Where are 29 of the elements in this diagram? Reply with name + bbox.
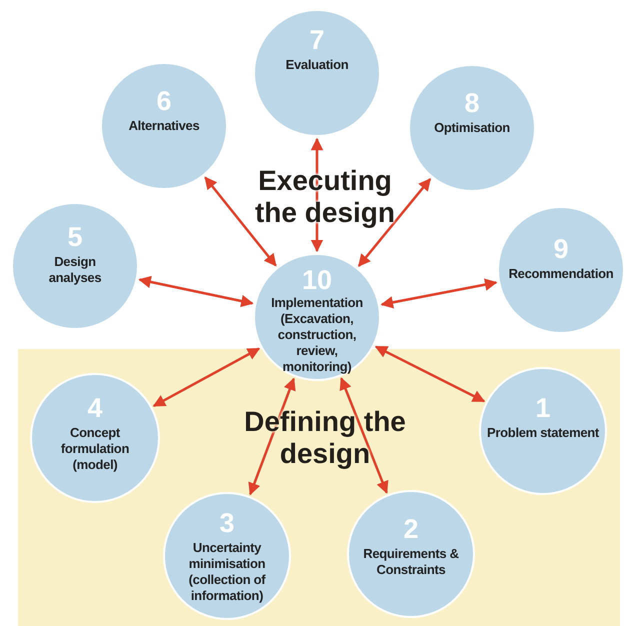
step-label: Requirements & Constraints	[362, 546, 460, 578]
step-number: 8	[464, 88, 480, 118]
step-label: Problem statement	[487, 425, 599, 441]
step-number: 6	[156, 86, 172, 116]
step-label: Evaluation	[286, 57, 348, 73]
double-arrow	[358, 178, 432, 267]
double-arrow	[152, 347, 260, 408]
step-label: Optimisation	[434, 120, 510, 136]
step-label: Alternatives	[128, 118, 200, 134]
step-number: 3	[219, 508, 235, 538]
step-number: 2	[403, 514, 419, 544]
step-number: 9	[553, 234, 569, 264]
step-label: Uncertainty minimisation (collection of information)	[188, 540, 267, 604]
step-number: 7	[309, 25, 325, 55]
double-arrow	[310, 138, 324, 252]
step-number: 10	[302, 265, 332, 295]
double-arrow	[380, 278, 498, 309]
step-number: 4	[87, 393, 103, 423]
step-number: 1	[535, 393, 551, 423]
step-label: Concept formulation (model)	[60, 425, 130, 473]
double-arrow	[204, 176, 277, 266]
step-label: Implementation (Excavation, construction, review, monitoring)	[270, 295, 364, 375]
double-arrow	[138, 276, 254, 308]
double-arrow	[340, 377, 388, 494]
step-number: 5	[67, 222, 83, 252]
double-arrow	[374, 346, 486, 402]
step-label: Design analyses	[48, 254, 102, 286]
double-arrow	[248, 378, 296, 496]
step-label: Recommendation	[508, 266, 614, 282]
